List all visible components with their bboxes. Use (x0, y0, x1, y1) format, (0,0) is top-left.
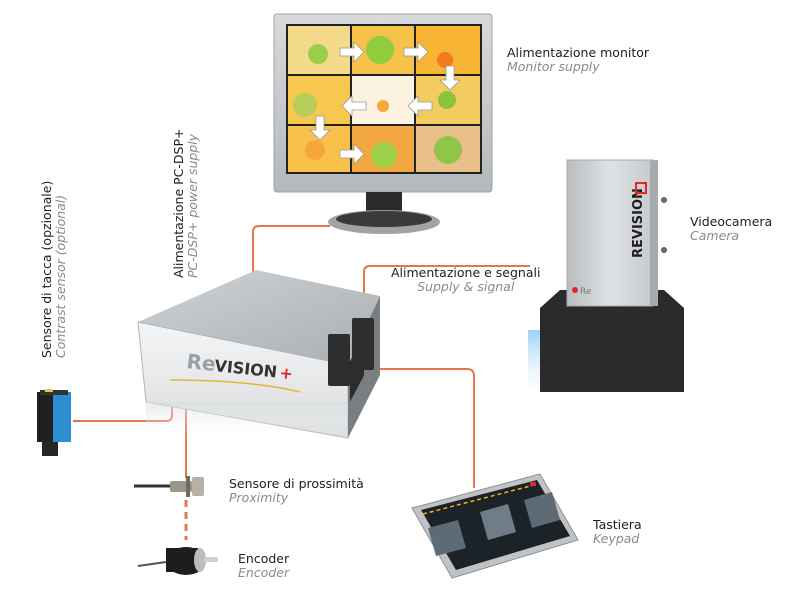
label-it: Videocamera (690, 214, 773, 229)
label-it: Tastiera (593, 517, 642, 532)
connector-monitor (252, 225, 330, 290)
svg-text:+: + (279, 363, 294, 383)
label-it: Alimentazione e segnali (391, 265, 541, 280)
connector-keypad (360, 368, 475, 488)
label-contrast-sensor: Sensore di tacca (opzionale) Contrast se… (39, 180, 68, 358)
label-en: Encoder (238, 565, 290, 580)
label-camera: Videocamera Camera (690, 215, 772, 243)
label-en: Proximity (229, 490, 289, 505)
label-keypad: Tastiera Keypad (593, 518, 642, 546)
label-en: Contrast sensor (optional) (53, 194, 68, 358)
proximity-sensor-icon (134, 476, 204, 497)
label-en: Supply & signal (417, 279, 515, 294)
label-pc-supply: Alimentazione PC-DSP+ PC-DSP+ power supp… (171, 128, 200, 278)
keypad-icon (411, 473, 579, 579)
label-en: Camera (690, 228, 740, 243)
label-it: Alimentazione PC-DSP+ (171, 128, 186, 278)
label-en: Keypad (593, 531, 640, 546)
label-en: PC-DSP+ power supply (185, 133, 200, 278)
svg-text:Re: Re (580, 287, 592, 297)
camera-brand: REVISION (631, 188, 646, 258)
connector-camera (363, 265, 530, 300)
contrast-sensor-icon (37, 389, 71, 456)
label-supply-signal: Alimentazione e segnali Supply & signal (391, 266, 540, 294)
sequence-arrows (309, 41, 461, 165)
encoder-icon (137, 547, 218, 575)
processing-unit-icon: Re VISION + (137, 270, 380, 442)
label-it: Alimentazione monitor (507, 45, 650, 60)
monitor-icon (273, 13, 493, 234)
label-en: Monitor supply (507, 59, 600, 74)
label-it: Sensore di tacca (opzionale) (39, 180, 54, 358)
label-monitor-supply: Alimentazione monitor Monitor supply (507, 46, 649, 74)
label-it: Sensore di prossimità (229, 476, 364, 491)
label-proximity: Sensore di prossimità Proximity (229, 477, 364, 505)
fan-grilles (328, 318, 374, 386)
camera-icon: REVISION Re (528, 159, 684, 404)
monitor-screen-grid (288, 26, 480, 172)
pc-brand-re: Re (185, 349, 216, 376)
label-it: Encoder (238, 551, 290, 566)
label-encoder: Encoder Encoder (238, 552, 289, 580)
